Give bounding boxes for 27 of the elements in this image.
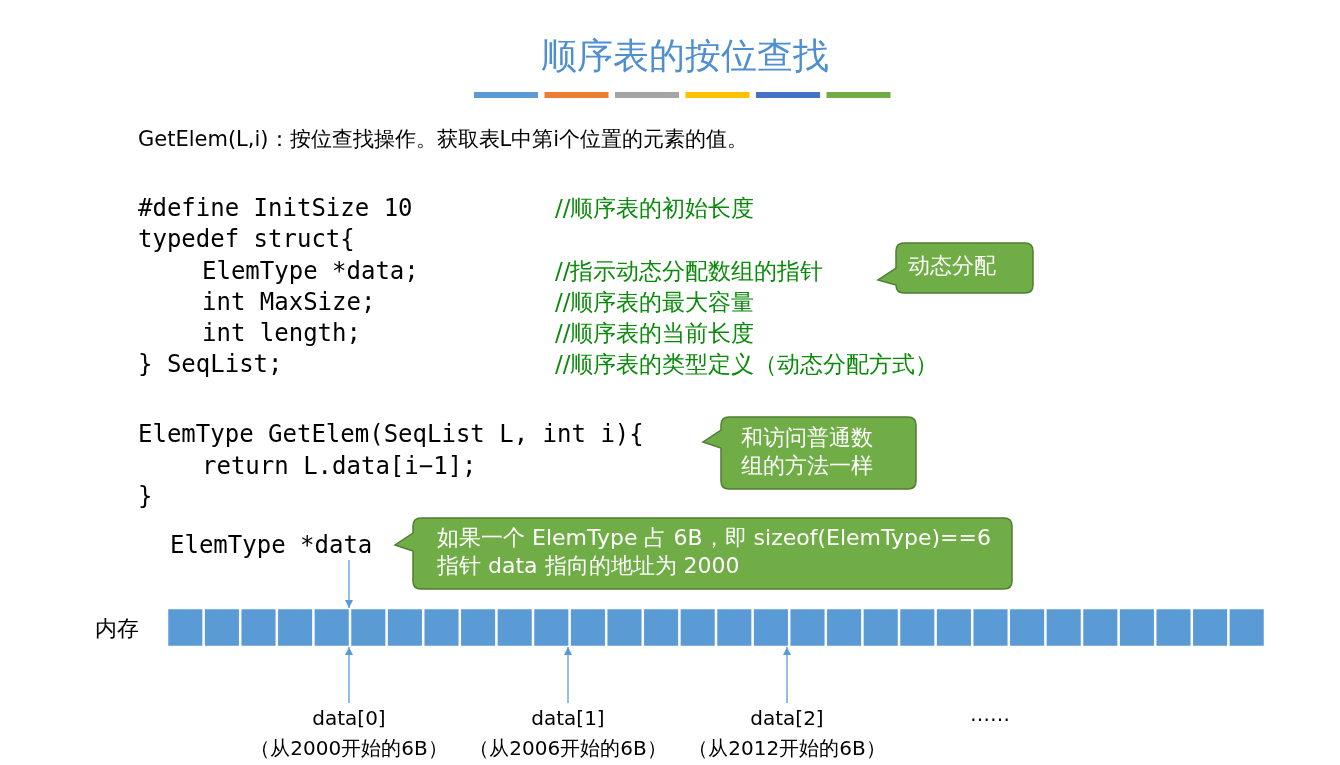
code-comment: //顺序表的当前长度: [555, 319, 755, 348]
ellipsis-text: ……: [970, 702, 1010, 726]
code-line: return L.data[i−1];: [202, 451, 477, 481]
code-line: #define InitSize 10: [138, 193, 413, 223]
code-line: typedef struct{: [138, 224, 355, 254]
callout-bubble: 如果一个 ElemType 占 6B，即 sizeof(ElemType)==6 指针 data 指向的地址为 2000: [393, 517, 1013, 590]
arrow: [783, 646, 791, 704]
callout-bubble: 动态分配: [876, 242, 1034, 294]
code-line: int MaxSize;: [202, 287, 376, 317]
description-text: GetElem(L,i)：按位查找操作。获取表L中第i个位置的元素的值。: [138, 126, 749, 153]
code-comment: //指示动态分配数组的指针: [555, 257, 824, 286]
code-line: ElemType GetElem(SeqList L, int i){: [138, 419, 644, 449]
pointer-declaration: ElemType *data: [170, 530, 373, 560]
callout-bubble: 和访问普通数组的方法一样: [701, 416, 917, 490]
code-comment: //顺序表的初始长度: [555, 194, 755, 223]
slide-title: 顺序表的按位查找: [540, 34, 830, 78]
memory-label: 内存: [95, 615, 139, 643]
code-line: int length;: [202, 318, 361, 348]
code-comment: //顺序表的类型定义（动态分配方式）: [555, 350, 939, 379]
arrow: [345, 646, 353, 704]
memory-strip: [167, 608, 1265, 647]
code-line: }: [138, 481, 153, 511]
code-line: } SeqList;: [138, 349, 283, 379]
arrow: [564, 646, 572, 704]
code-comment: //顺序表的最大容量: [555, 288, 755, 317]
code-line: ElemType *data;: [202, 256, 419, 286]
arrow: [345, 559, 353, 609]
